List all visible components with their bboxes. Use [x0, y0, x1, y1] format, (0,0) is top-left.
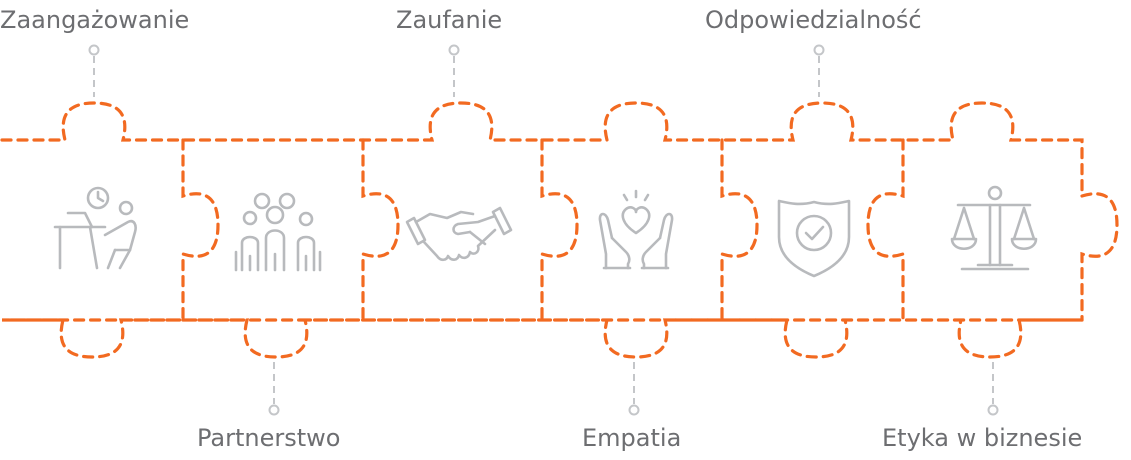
group-of-people-icon — [234, 192, 322, 272]
connector-odpowiedzialnosc — [813, 44, 825, 97]
connector-partnerstwo — [268, 362, 280, 416]
puzzle-divider-1 — [181, 138, 220, 322]
connector-etyka — [987, 362, 999, 416]
puzzle-divider-3 — [540, 138, 579, 322]
connector-empatia — [628, 362, 640, 416]
label-partnerstwo: Partnerstwo — [197, 424, 341, 452]
handshake-icon — [405, 206, 513, 262]
puzzle-top-edge — [0, 101, 1084, 198]
person-at-desk-clock-icon — [53, 186, 137, 270]
shield-check-icon — [777, 199, 851, 278]
label-zaangazowanie: Zaangażowanie — [0, 6, 190, 34]
puzzle-bottom-edge — [2, 318, 1082, 359]
label-empatia: Empatia — [582, 424, 682, 452]
puzzle-right-edge — [1080, 192, 1119, 322]
puzzle-divider-5 — [866, 138, 905, 322]
puzzle-divider-2 — [361, 138, 400, 322]
label-odpowiedzialnosc: Odpowiedzialność — [705, 6, 922, 34]
label-etyka-w-biznesie: Etyka w biznesie — [882, 424, 1083, 452]
puzzle-divider-4 — [720, 138, 759, 322]
connector-zaufanie — [448, 44, 460, 97]
hands-with-heart-icon — [598, 189, 674, 270]
label-zaufanie: Zaufanie — [396, 6, 503, 34]
scales-of-justice-icon — [950, 185, 1038, 271]
connector-zaangazowanie — [88, 44, 100, 97]
